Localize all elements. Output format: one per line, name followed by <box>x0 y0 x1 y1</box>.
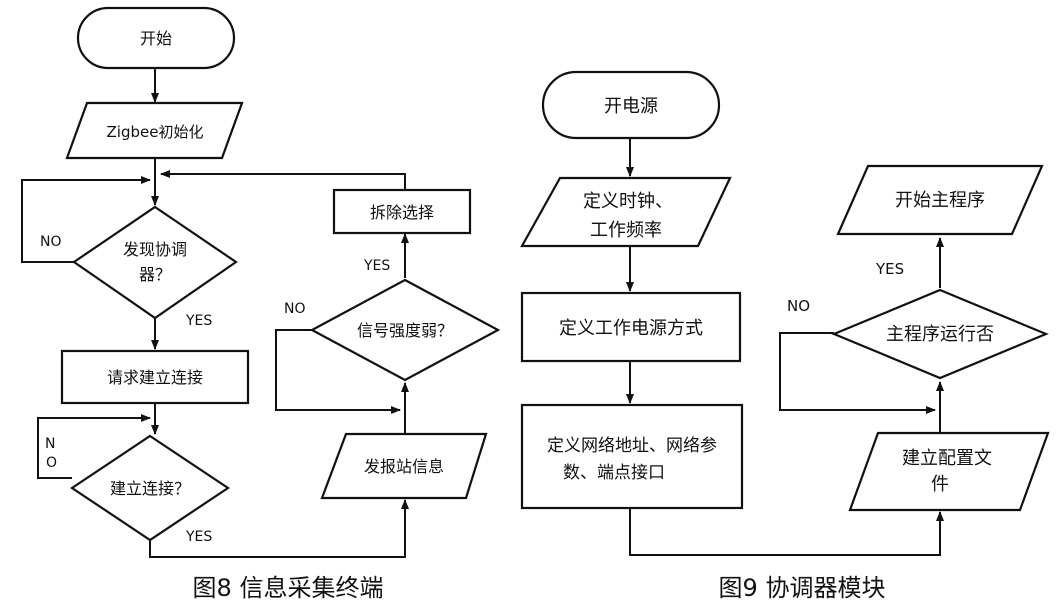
fig9-running-decision <box>831 288 1049 380</box>
fig8-find-label-2: 器？ <box>139 265 171 284</box>
fig8-send-label: 发报站信息 <box>364 457 444 476</box>
fig9-power-label: 开电源 <box>604 96 658 117</box>
fig8-start-label: 开始 <box>140 29 172 48</box>
fig8-init-label: Zigbee初始化 <box>107 123 204 141</box>
fig8-send-io <box>320 432 488 500</box>
fig8-find-coordinator-decision <box>72 205 238 320</box>
arrow-no-loop-running <box>779 332 936 414</box>
fig9-clock-label-1: 定义时钟、 <box>583 191 673 212</box>
fig9-network-label-2: 数、端点接口 <box>563 463 665 483</box>
arrow-no-loop-connected <box>37 414 151 479</box>
fig8-request-label: 请求建立连接 <box>107 368 203 387</box>
fig8-no-label-1: NO <box>40 234 62 250</box>
arrow-net-to-config <box>629 508 944 556</box>
fig9-yes-label: YES <box>875 260 904 278</box>
arrow-connected-to-send <box>149 499 409 558</box>
fig8-connected-decision <box>70 434 230 542</box>
fig9-network-label-1: 定义网络地址、网络参 <box>547 436 717 456</box>
arrow-no-loop-find <box>21 176 151 263</box>
fig9-running-label: 主程序运行否 <box>886 324 994 345</box>
fig9-start-main-label: 开始主程序 <box>895 190 985 211</box>
fig8-init-io <box>65 101 244 160</box>
fig9-powermode-process <box>520 291 742 363</box>
arrow-detach-to-find <box>160 170 406 190</box>
fig8-detach-process <box>332 188 472 235</box>
fig8-diagram: 开始 Zigbee初始化 发现协调 器？ NO YES 请求建立连接 建立连接？… <box>21 6 501 602</box>
fig8-no-label-2b: O <box>46 455 57 471</box>
fig9-config-label-1: 建立配置文 <box>902 448 992 469</box>
arrow-no-loop-signal <box>275 329 401 414</box>
fig8-connected-label: 建立连接？ <box>110 479 190 498</box>
fig8-start-terminal <box>76 6 236 70</box>
fig8-no-label-3: NO <box>284 301 306 317</box>
fig9-power-terminal <box>541 70 721 140</box>
fig9-start-main-io <box>836 164 1044 236</box>
fig9-config-label-2: 件 <box>931 474 949 495</box>
fig8-yes-label-3: YES <box>363 258 390 274</box>
fig9-diagram: 开电源 定义时钟、 工作频率 定义工作电源方式 定义网络地址、网络参 数、端点接… <box>520 70 1050 602</box>
fig8-signal-label: 信号强度弱？ <box>357 321 453 340</box>
fig8-yes-label-1: YES <box>185 313 212 329</box>
fig9-clock-label-2: 工作频率 <box>590 220 662 241</box>
fig9-clock-io <box>520 176 732 248</box>
fig8-no-label-2a: N <box>45 436 55 452</box>
fig8-request-process <box>60 349 250 405</box>
fig8-find-label-1: 发现协调 <box>123 240 187 259</box>
fig9-no-label: NO <box>787 297 810 315</box>
fig8-signal-decision <box>309 278 501 382</box>
fig9-config-io <box>848 431 1050 512</box>
fig8-detach-label: 拆除选择 <box>370 203 434 222</box>
fig9-powermode-label: 定义工作电源方式 <box>559 318 703 339</box>
fig8-caption: 图8 信息采集终端 <box>193 574 384 602</box>
fig9-network-process <box>520 403 744 510</box>
fig8-yes-label-2: YES <box>185 529 212 545</box>
fig9-caption: 图9 协调器模块 <box>719 574 886 602</box>
